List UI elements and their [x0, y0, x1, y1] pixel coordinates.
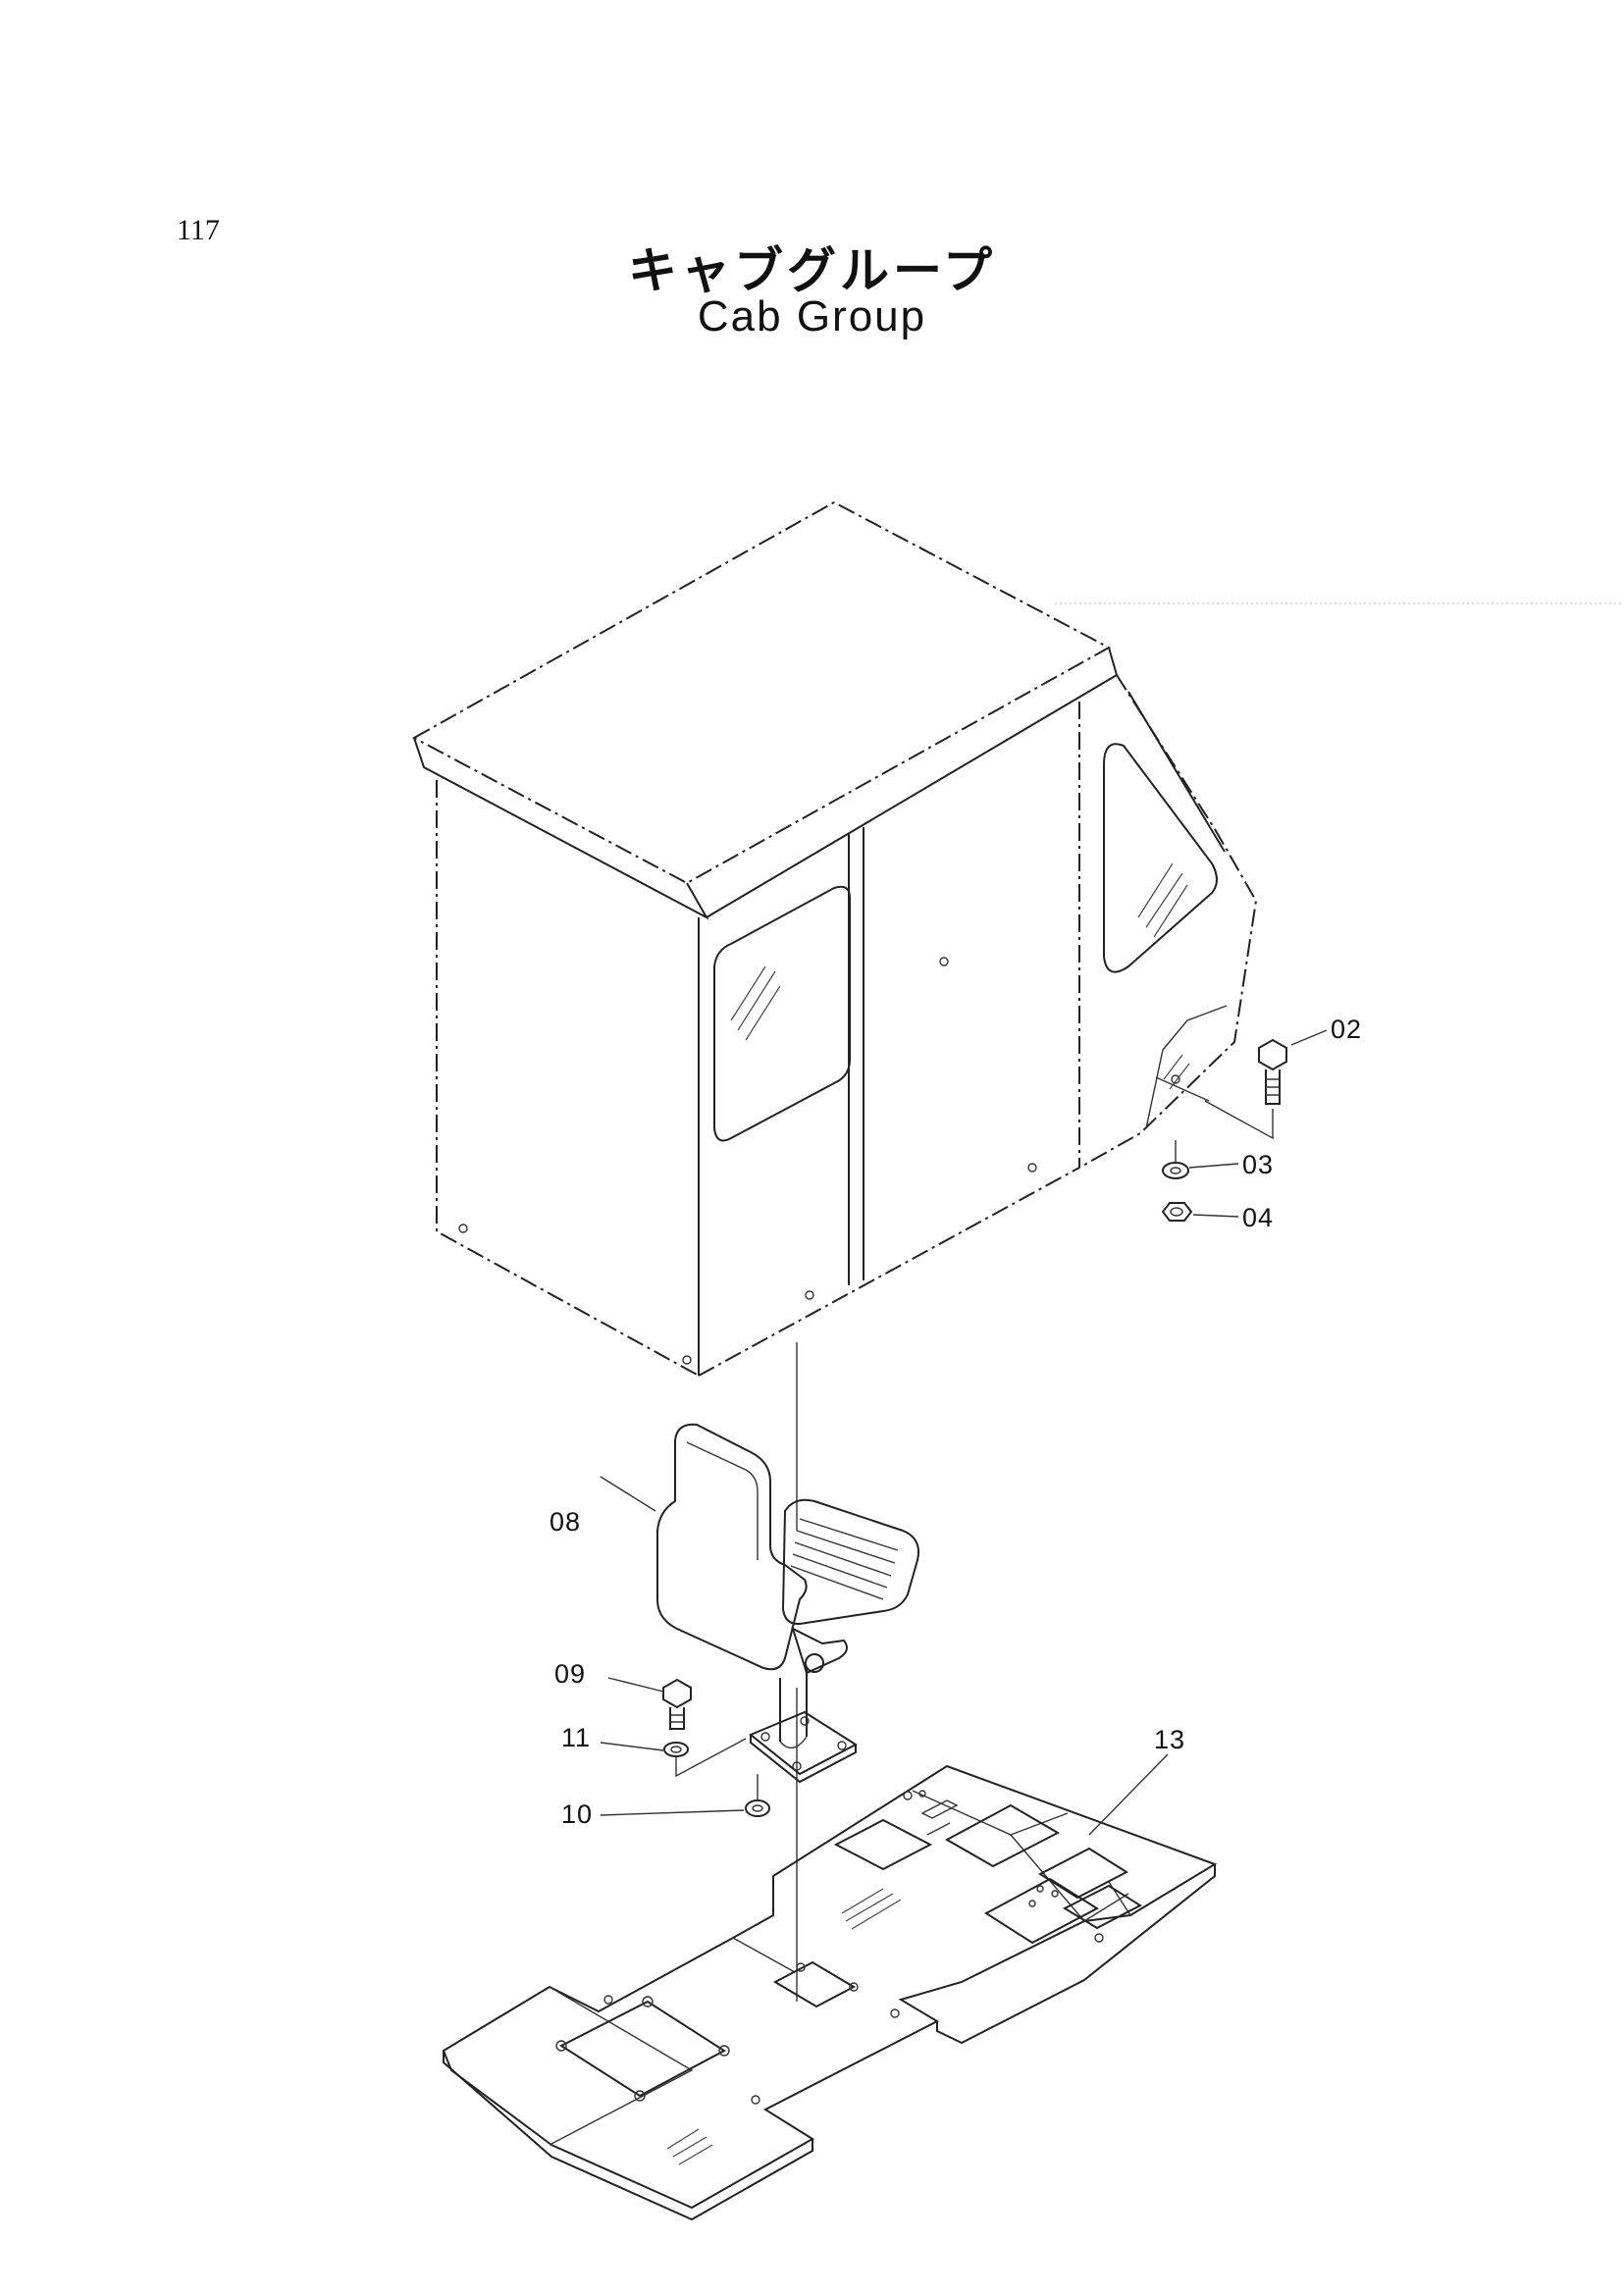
leader-08	[600, 1476, 656, 1512]
callout-09: 09	[554, 1659, 586, 1689]
leader-10	[600, 1809, 745, 1816]
washer-11	[663, 1738, 747, 1778]
leader-03	[1188, 1163, 1239, 1169]
leader-11	[600, 1742, 664, 1751]
leader-04	[1192, 1214, 1239, 1218]
callout-02: 02	[1331, 1015, 1362, 1044]
washer-10	[745, 1774, 770, 1817]
seat-08	[656, 1423, 919, 1784]
callout-08: 08	[550, 1507, 581, 1537]
leader-02	[1290, 1029, 1328, 1046]
floor-mat-13	[442, 1764, 1218, 2221]
leader-09	[607, 1677, 664, 1693]
cab-assembly	[411, 500, 1258, 1377]
title-english: Cab Group	[697, 292, 927, 340]
callout-13: 13	[1154, 1725, 1185, 1754]
callout-11: 11	[561, 1723, 591, 1752]
washer-03	[1162, 1140, 1189, 1179]
callout-10: 10	[561, 1799, 593, 1829]
bolt-09	[662, 1678, 692, 1730]
nut-04	[1161, 1202, 1193, 1222]
leader-13	[1088, 1753, 1169, 1836]
page-number: 117	[177, 214, 220, 246]
bolt-02	[1204, 1038, 1287, 1140]
callout-04: 04	[1242, 1203, 1274, 1232]
title-japanese: キャブグループ	[628, 242, 996, 299]
callout-03: 03	[1242, 1150, 1274, 1179]
